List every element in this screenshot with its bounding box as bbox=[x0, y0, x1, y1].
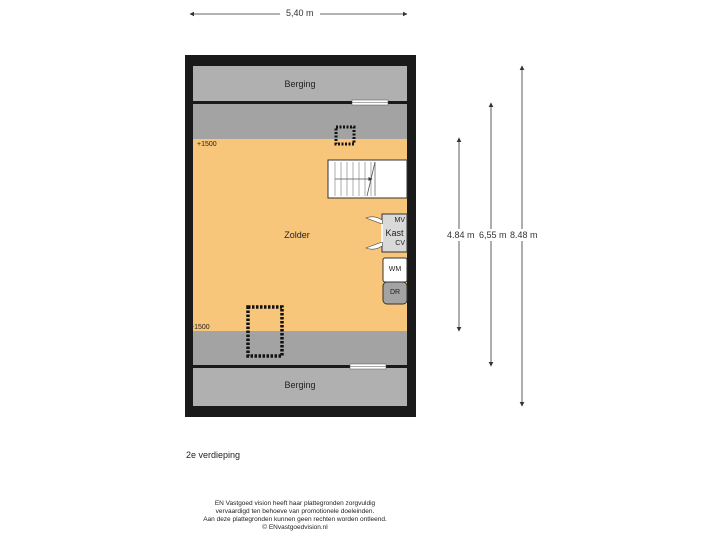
storage-bottom-label: Berging bbox=[284, 380, 316, 390]
depth-outer-label: 8.48 m bbox=[510, 230, 538, 240]
height-marker-bottom: +1500 bbox=[190, 324, 210, 331]
cabinet-door-bottom bbox=[365, 241, 383, 250]
disclaimer-line: Aan deze plattegronden kunnen geen recht… bbox=[203, 516, 387, 523]
disclaimer-line: EN Vastgoed vision heeft haar plattegron… bbox=[214, 500, 376, 507]
cabinet-door-top bbox=[365, 216, 383, 225]
storage-bottom-room bbox=[193, 368, 407, 406]
dryer-box bbox=[382, 281, 408, 305]
storage-top-room bbox=[193, 66, 407, 102]
depth-mid-label: 6,55 m bbox=[479, 230, 507, 240]
height-marker-top: +1500 bbox=[197, 141, 217, 148]
utility-cabinet bbox=[381, 213, 408, 253]
attic-label: Zolder bbox=[284, 230, 310, 240]
dryer-label: DR bbox=[389, 289, 401, 296]
wall-top-storage bbox=[193, 101, 407, 104]
floor-caption: 2e verdieping bbox=[186, 450, 241, 460]
wall-bottom-storage bbox=[193, 365, 407, 368]
disclaimer-line: vervaardigd ten behoeve van promotionele… bbox=[215, 508, 375, 515]
washer-label: WM bbox=[388, 266, 402, 273]
disclaimer: EN Vastgoed vision heeft haar plattegron… bbox=[160, 500, 430, 532]
roof-hatch-top bbox=[334, 125, 356, 146]
depth-inner-label: 4.84 m bbox=[447, 230, 475, 240]
cabinet-mv-label: MV bbox=[394, 217, 406, 224]
cabinet-kast-label: Kast bbox=[385, 228, 404, 238]
width-dimension-label: 5,40 m bbox=[286, 8, 314, 18]
disclaimer-line: © ENvastgoedvision.nl bbox=[262, 524, 328, 531]
cabinet-cv-label: CV bbox=[395, 240, 405, 247]
roof-window-bottom bbox=[246, 305, 284, 358]
storage-top-label: Berging bbox=[284, 79, 316, 89]
